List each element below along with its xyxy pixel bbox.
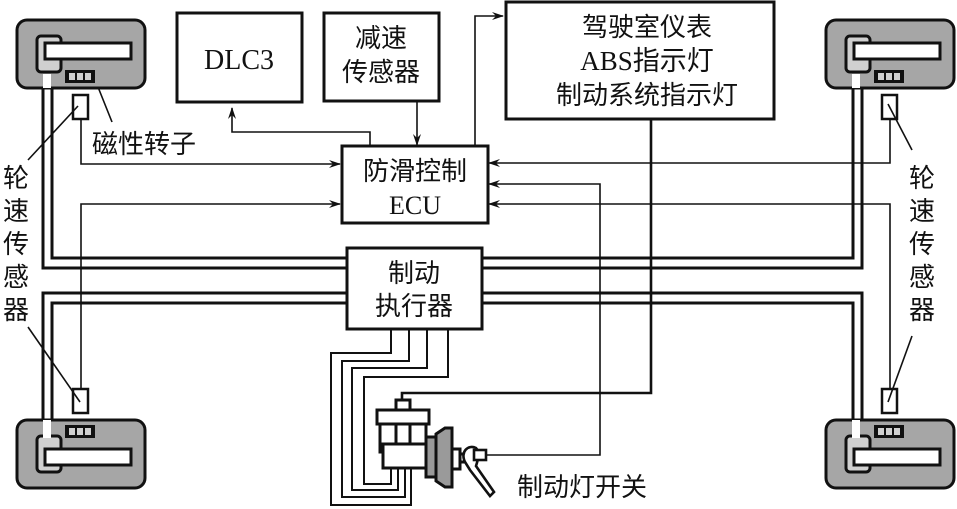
signal-fl-to-ecu <box>80 119 341 168</box>
dashboard-label-1: 驾驶室仪表 <box>582 13 712 43</box>
svg-text:器: 器 <box>909 296 935 326</box>
ecu-label-2: ECU <box>389 191 441 220</box>
pipe-front-left-inner <box>50 85 346 260</box>
signal-fr-to-ecu <box>488 119 891 167</box>
svg-text:速: 速 <box>3 197 29 227</box>
dlc3-label: DLC3 <box>204 45 274 76</box>
svg-text:轮: 轮 <box>909 164 935 194</box>
svg-text:感: 感 <box>3 263 29 293</box>
dashboard-label-2: ABS指示灯 <box>580 46 714 76</box>
magnetic-rotor-label: 磁性转子 <box>92 130 196 160</box>
pipe-rear-left-outer <box>41 291 346 435</box>
speed-sensor-rear-right <box>880 387 899 415</box>
svg-text:传: 传 <box>909 230 935 260</box>
hydraulic-lines <box>330 329 449 506</box>
pipe-rear-right-outer <box>483 291 864 435</box>
line-dashboard-to-master-cylinder <box>400 118 653 400</box>
svg-text:速: 速 <box>909 197 935 227</box>
actuator-label-2: 执行器 <box>375 292 453 322</box>
speed-sensor-rear-left <box>71 387 90 415</box>
pipe-rear-left-inner <box>50 301 346 435</box>
dashboard-label-3: 制动系统指示灯 <box>556 81 738 111</box>
pipe-front-right-outer <box>483 85 864 270</box>
svg-text:感: 感 <box>909 263 935 293</box>
decel-sensor-label-2: 传感器 <box>342 58 420 88</box>
signal-ecu-to-dashboard <box>474 12 504 145</box>
svg-text:轮: 轮 <box>3 164 29 194</box>
pipe-rear-right-inner <box>483 301 855 435</box>
svg-text:器: 器 <box>3 296 29 326</box>
signal-brake-switch-to-ecu <box>485 180 601 456</box>
wheel-speed-sensor-label-left: 轮 速 传 感 器 <box>3 164 29 326</box>
pipe-front-right-inner <box>483 85 855 260</box>
decel-sensor-label-1: 减速 <box>355 24 407 54</box>
speed-sensor-front-left <box>71 93 90 121</box>
wheel-speed-sensor-label-right: 轮 速 传 感 器 <box>909 164 935 326</box>
dlc3-block <box>175 11 304 104</box>
ecu-label-1: 防滑控制 <box>363 157 467 187</box>
svg-text:传: 传 <box>3 230 29 260</box>
signal-rr-to-ecu <box>488 200 891 389</box>
actuator-label-1: 制动 <box>388 259 440 289</box>
wheel-front-right <box>824 18 956 90</box>
dashboard-block <box>504 0 776 121</box>
wheel-rear-right <box>824 418 956 490</box>
signal-ecu-to-dlc3 <box>228 107 371 148</box>
signal-rl-to-ecu <box>80 200 341 389</box>
brake-pedal <box>462 445 496 498</box>
signal-lines <box>80 12 891 456</box>
brake-light-switch-label: 制动灯开关 <box>517 473 647 503</box>
ecu-block <box>340 144 490 225</box>
brake-pipes <box>41 85 864 435</box>
wheel-rear-left <box>15 418 147 490</box>
actuator-block <box>345 246 484 331</box>
decel-sensor-block <box>322 11 441 103</box>
leader-lines <box>27 86 913 403</box>
pipe-front-left-outer <box>41 85 346 270</box>
wheel-front-left <box>15 18 147 90</box>
